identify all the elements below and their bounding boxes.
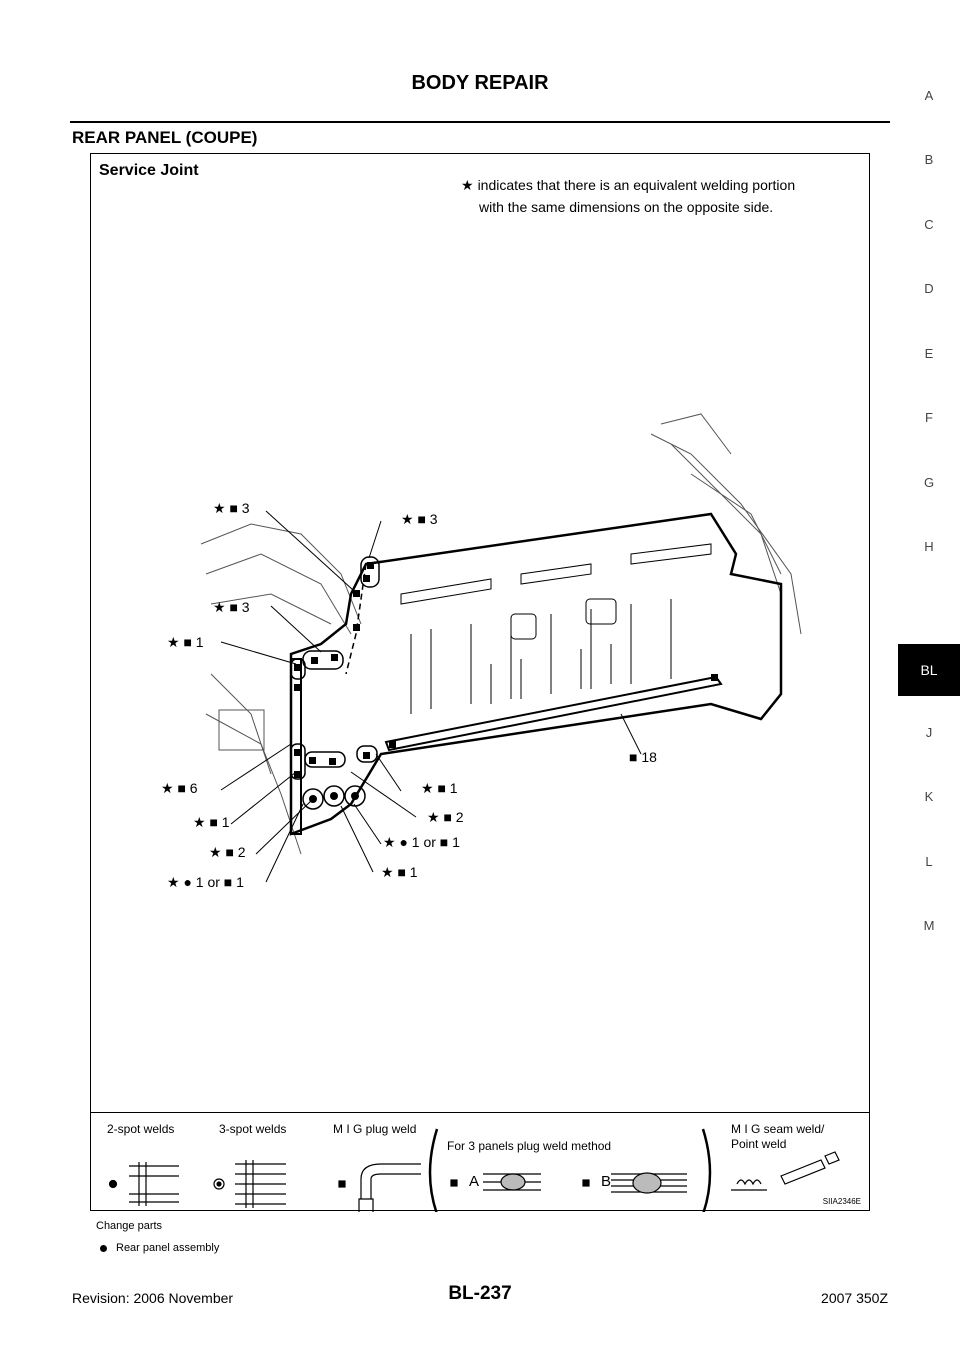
rear-panel-drawing — [200, 413, 802, 883]
index-letter-l[interactable]: L — [925, 854, 933, 869]
index-letter-g[interactable]: G — [923, 475, 935, 490]
bullet-icon — [100, 1244, 107, 1252]
figure-note: ★indicates that there is an equivalent w… — [461, 177, 796, 215]
callout-13: ■ 18 — [629, 749, 657, 765]
legend-three-panels: For 3 panels plug weld method — [447, 1139, 612, 1153]
page-number: BL-237 — [448, 1283, 512, 1304]
figure-title: Service Joint — [99, 162, 199, 179]
callout-11: ★ ■ 2 — [427, 809, 464, 825]
legend-a-label: A — [469, 1173, 480, 1190]
index-letter-h[interactable]: H — [924, 539, 934, 554]
list-item: Rear panel assembly — [100, 1242, 219, 1254]
callout-6: ★ ■ 1 — [193, 814, 230, 830]
index-letter-j[interactable]: J — [925, 725, 933, 740]
index-letter-c[interactable]: C — [924, 217, 934, 232]
legend-separator — [91, 1112, 869, 1113]
callout-5: ★ ■ 6 — [161, 780, 198, 796]
callout-3: ★ ■ 3 — [213, 599, 250, 615]
service-joint-figure: Service Joint ★indicates that there is a… — [90, 153, 870, 1212]
callout-1: ★ ■ 3 — [213, 500, 250, 516]
section-title: REAR PANEL (COUPE) — [72, 128, 258, 147]
legend-two-spot: 2-spot welds — [107, 1122, 175, 1136]
legend-b-label: B — [601, 1173, 612, 1190]
index-letter-d[interactable]: D — [924, 281, 934, 296]
callout-4: ★ ■ 1 — [167, 634, 204, 650]
change-parts-label: Change parts — [96, 1220, 163, 1232]
index-letter-a[interactable]: A — [924, 88, 934, 103]
index-letter-bl[interactable]: BL — [898, 644, 960, 696]
callout-12: ★ ● 1 or ■ 1 — [383, 834, 460, 850]
footer-model: 2007 350Z — [821, 1290, 888, 1306]
callout-10: ★ ■ 1 — [421, 780, 458, 796]
index-letter-b[interactable]: B — [924, 152, 934, 167]
star-icon: ★ — [461, 177, 474, 193]
callout-2: ★ ■ 3 — [401, 511, 438, 527]
callout-8: ★ ● 1 or ■ 1 — [167, 874, 244, 890]
legend-three-spot: 3-spot welds — [219, 1122, 287, 1136]
index-letter-e[interactable]: E — [924, 346, 934, 361]
index-letter-f[interactable]: F — [925, 410, 933, 425]
index-letter-m[interactable]: M — [923, 918, 935, 933]
callout-9: ★ ■ 1 — [381, 864, 418, 880]
index-letter-k[interactable]: K — [924, 789, 934, 804]
header-rule — [70, 121, 890, 123]
header-title: BODY REPAIR — [411, 72, 549, 94]
callout-7: ★ ■ 2 — [209, 844, 246, 860]
figure-code: SIIA2346E — [822, 1197, 861, 1206]
footer-revision: Revision: 2006 November — [72, 1290, 234, 1306]
legend-mig-seam: M I G seam weld/ Point weld — [731, 1122, 825, 1151]
legend-mig-plug: M I G plug weld — [333, 1122, 417, 1136]
